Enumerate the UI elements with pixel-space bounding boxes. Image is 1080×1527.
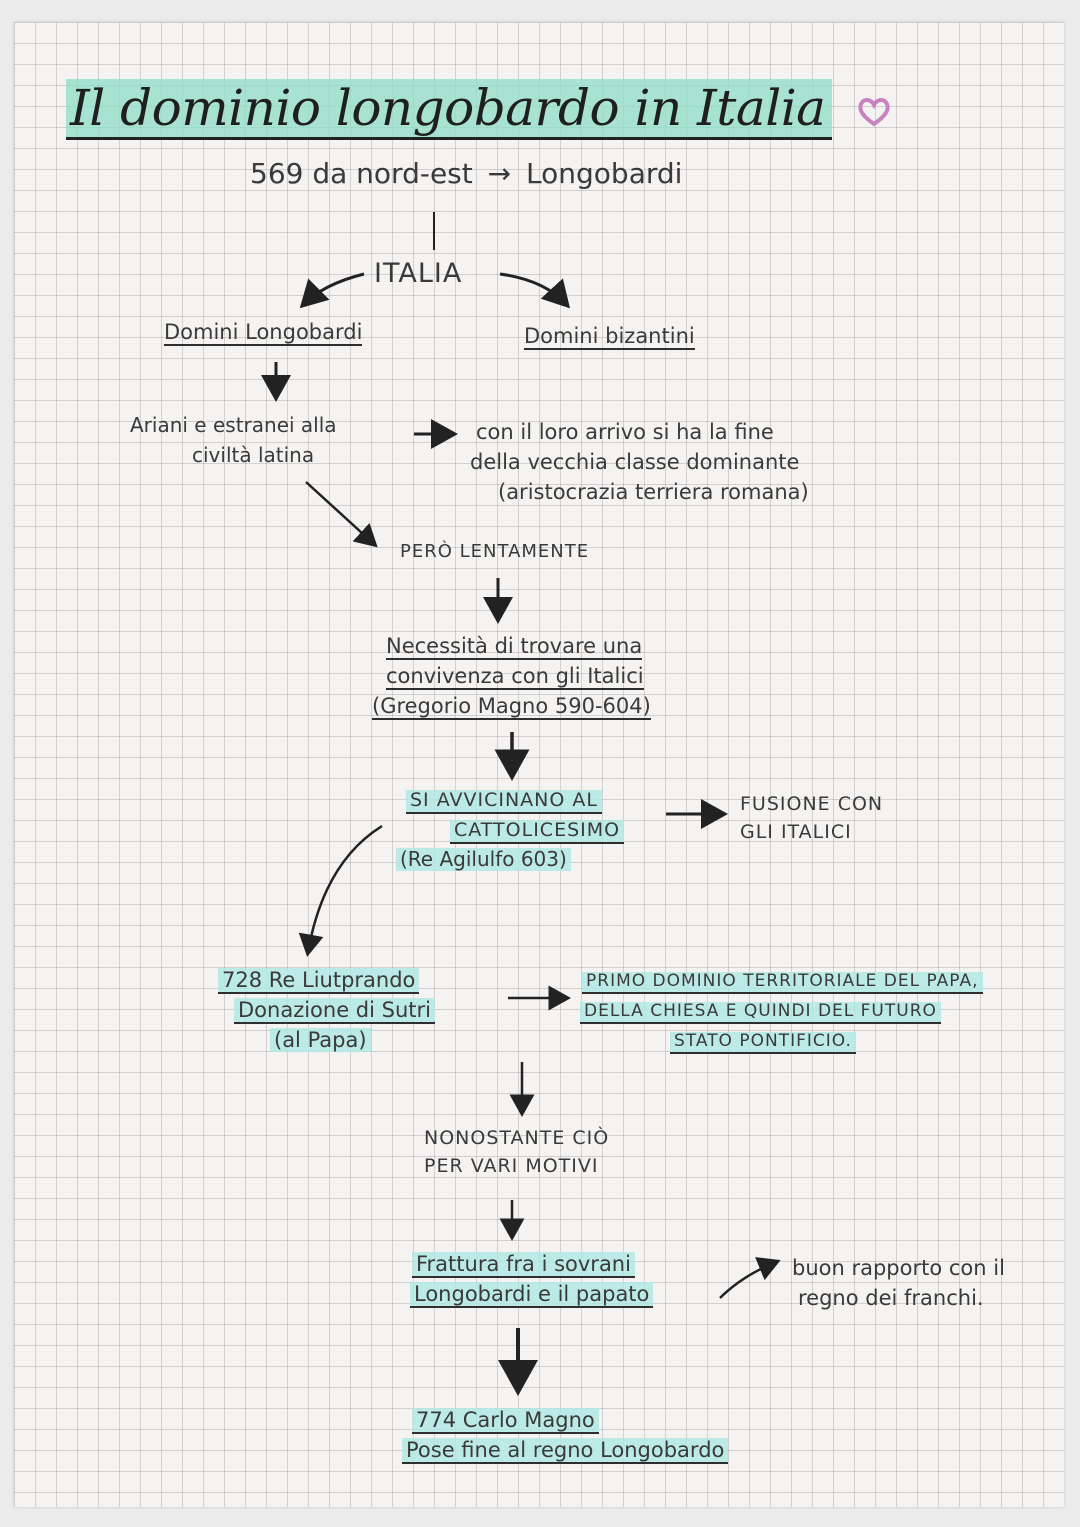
- carlo-magno-line2: Pose fine al regno Longobardo: [402, 1438, 729, 1465]
- connector-italia-left: [299, 272, 365, 309]
- liutprando-line1: 728 Re Liutprando: [218, 968, 420, 995]
- fusione-line2: GLI ITALICI: [740, 821, 852, 843]
- arians-line2: civiltà latina: [192, 443, 315, 467]
- consequence-line3: (aristocrazia terriera romana): [498, 480, 809, 504]
- left-branch-label: Domini Longobardi: [164, 320, 363, 347]
- necessita-line1: Necessità di trovare una: [386, 634, 643, 661]
- cattolicesimo-line1: SI AVVICINANO AL: [406, 789, 602, 814]
- primo-dominio-line3: STATO PONTIFICIO.: [670, 1031, 856, 1054]
- carlo-magno-line1: 774 Carlo Magno: [412, 1408, 599, 1435]
- consequence-line2: della vecchia classe dominante: [470, 450, 800, 474]
- liutprando-line3: (al Papa): [270, 1028, 371, 1053]
- frattura-line2: Longobardi e il papato: [410, 1282, 654, 1309]
- italia-label: ITALIA: [374, 258, 463, 289]
- cattolicesimo-line3: (Re Agilulfo 603): [396, 848, 571, 871]
- intro-text: 569 da nord-est → Longobardi: [250, 157, 683, 190]
- arrow-right-icon: →: [487, 157, 512, 190]
- cattolicesimo-line2: CATTOLICESIMO: [450, 819, 625, 844]
- nonostante-line1: NONOSTANTE CIÒ: [424, 1127, 610, 1149]
- primo-dominio-line2: DELLA CHIESA E QUINDI DEL FUTURO: [580, 1001, 941, 1024]
- fusione-line1: FUSIONE CON: [740, 793, 884, 815]
- heart-icon: [858, 98, 890, 127]
- connector-italia-right: [499, 272, 571, 309]
- necessita-line3: (Gregorio Magno 590-604): [372, 694, 651, 721]
- primo-dominio-line1: PRIMO DOMINIO TERRITORIALE DEL PAPA,: [582, 971, 983, 994]
- page-title: Il dominio longobardo in Italia: [66, 79, 891, 140]
- consequence-line1: con il loro arrivo si ha la fine: [476, 420, 774, 444]
- connector-cattolicesimo-liutprando: [298, 824, 383, 957]
- connector-frattura-buon-rapporto: [719, 1257, 781, 1299]
- right-branch-label: Domini bizantini: [524, 324, 695, 351]
- arians-line1: Ariani e estranei alla: [130, 413, 337, 437]
- intro-result: Longobardi: [526, 157, 683, 190]
- intro-date: 569 da nord-est: [250, 157, 473, 190]
- liutprando-line2: Donazione di Sutri: [234, 998, 435, 1025]
- buon-rapporto-line1: buon rapporto con il: [792, 1256, 1005, 1280]
- connector-arians-pero: [305, 481, 378, 548]
- notebook-page: Il dominio longobardo in Italia 569 da n…: [14, 22, 1064, 1507]
- buon-rapporto-line2: regno dei franchi.: [798, 1286, 984, 1310]
- necessita-line2: convivenza con gli Italici: [386, 664, 644, 691]
- title-text: Il dominio longobardo in Italia: [66, 79, 832, 140]
- connector-arrows: [261, 212, 781, 1396]
- nonostante-line2: PER VARI MOTIVI: [424, 1155, 599, 1177]
- frattura-line1: Frattura fra i sovrani: [412, 1252, 635, 1279]
- pero-label: PERÒ LENTAMENTE: [400, 541, 590, 562]
